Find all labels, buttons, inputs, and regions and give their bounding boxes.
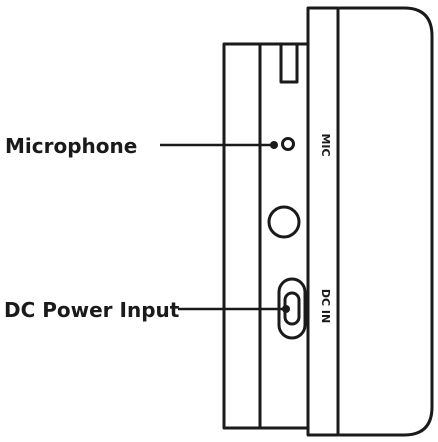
microphone-port [281,137,295,151]
side-panel-strip [306,6,340,437]
microphone-callout-label: Microphone [5,134,137,158]
dc-in-port-label: DC IN [319,289,332,323]
latch-tab [279,42,299,84]
mic-port-label: MIC [319,133,332,156]
device-casing [338,6,434,437]
device-body-outline [222,42,310,430]
dc-power-leader-dot [282,305,290,313]
round-jack-port [267,205,301,239]
dc-power-callout-label: DC Power Input [4,298,180,322]
microphone-leader-dot [270,141,278,149]
